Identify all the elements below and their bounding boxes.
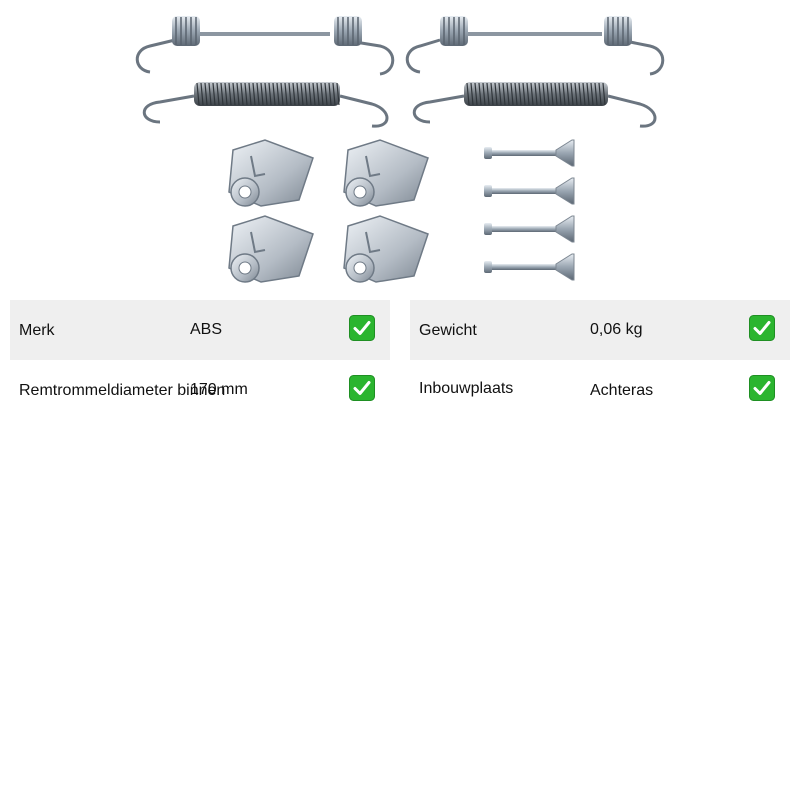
check-icon — [749, 315, 775, 341]
spec-table-right: Gewicht 0,06 kg Inbouwplaats Achteras — [410, 300, 790, 420]
check-icon — [349, 315, 375, 341]
spec-value: ABS — [190, 321, 223, 338]
spec-label: Merk — [19, 322, 55, 339]
spec-label: Gewicht — [419, 322, 477, 339]
spec-row-inbouwplaats: Inbouwplaats Achteras — [410, 360, 790, 420]
holding-clip-1 — [228, 139, 314, 207]
check-icon — [349, 375, 375, 401]
pin-1 — [484, 139, 575, 167]
spring-coils-2b — [604, 16, 632, 46]
long-spring-1 — [142, 82, 389, 128]
spec-value: Achteras — [590, 382, 654, 399]
spec-label: Remtrommeldiameter binnen — [19, 382, 226, 399]
spec-table-left: Merk ABS Remtrommeldiameter binnen 170 m… — [10, 300, 390, 420]
spring-coils-2a — [440, 16, 468, 46]
return-spring-2 — [405, 32, 665, 76]
spec-value: 170 mm — [190, 381, 248, 398]
spring-coils-1b — [334, 16, 362, 46]
holding-clip-2 — [343, 139, 429, 207]
pin-2 — [484, 177, 575, 205]
spec-row-merk: Merk ABS — [10, 300, 390, 360]
holding-clip-4 — [343, 215, 429, 283]
spec-row-gewicht: Gewicht 0,06 kg — [410, 300, 790, 360]
spec-value: 0,06 kg — [590, 321, 643, 338]
holding-clip-3 — [228, 215, 314, 283]
check-icon — [749, 375, 775, 401]
spec-label: Inbouwplaats — [419, 380, 514, 397]
return-spring-1 — [135, 32, 395, 76]
spec-row-remtrommeldiameter: Remtrommeldiameter binnen 170 mm — [10, 360, 390, 420]
long-spring-2 — [412, 82, 657, 128]
pin-4 — [484, 253, 575, 281]
pin-3 — [484, 215, 575, 243]
spring-coils-1a — [172, 16, 200, 46]
product-image — [0, 0, 800, 292]
